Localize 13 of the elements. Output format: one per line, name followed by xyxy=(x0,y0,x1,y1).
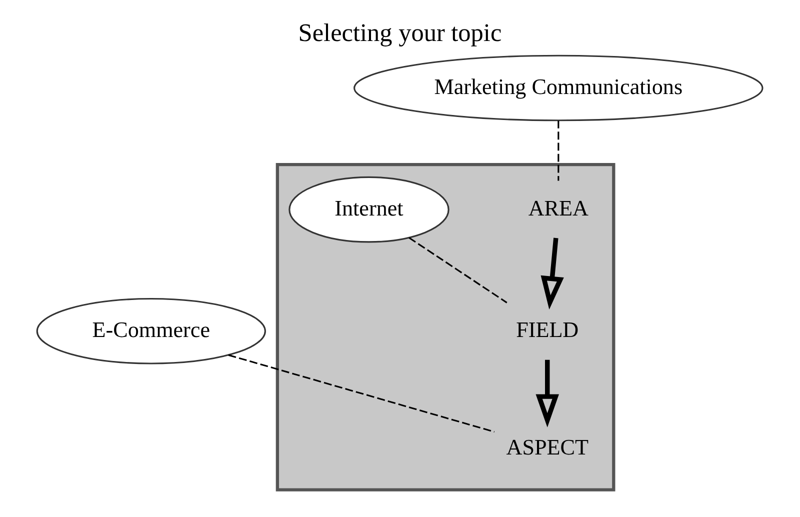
connector xyxy=(228,354,495,433)
node-ellipse: E-Commerce xyxy=(36,298,266,364)
diagram-title: Selecting your topic xyxy=(298,19,502,48)
node-ellipse: Internet xyxy=(288,176,450,243)
arrow xyxy=(536,360,559,428)
arrow xyxy=(540,238,564,310)
connector xyxy=(558,120,560,181)
node-text: AREA xyxy=(528,195,588,220)
node-text: ASPECT xyxy=(506,434,588,460)
connector xyxy=(408,237,508,304)
cluster xyxy=(276,163,616,492)
node-ellipse: Marketing Communications xyxy=(354,54,764,122)
node-text: FIELD xyxy=(516,316,579,342)
